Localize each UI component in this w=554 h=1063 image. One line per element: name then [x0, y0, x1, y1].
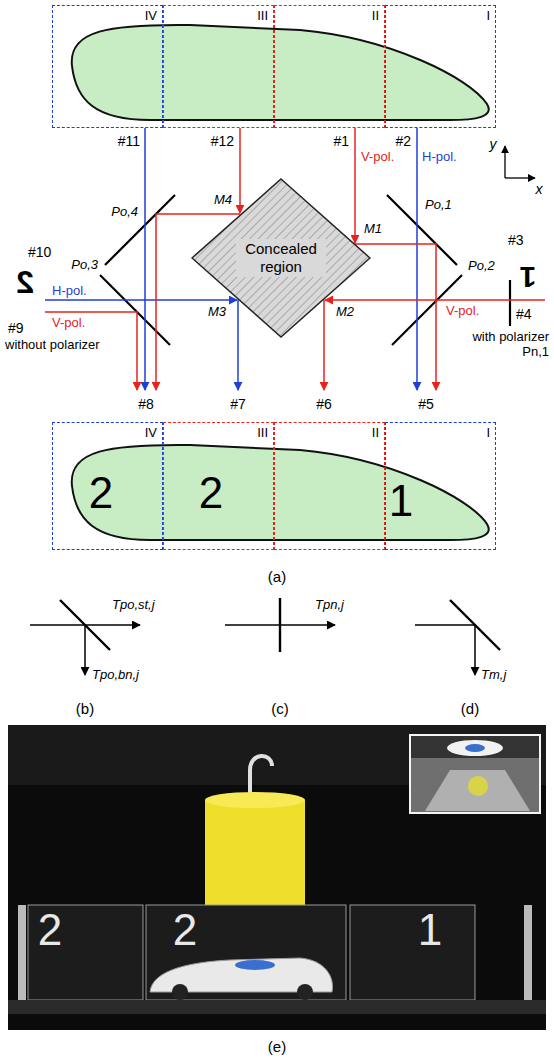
region-box: III 2 — [163, 422, 274, 550]
panel-letter: (a) — [268, 568, 286, 585]
mirror-label: M2 — [336, 305, 354, 320]
transmittance-label: Tm,j — [481, 668, 506, 683]
object-symbol: 2 — [16, 266, 34, 298]
region-numeral: IV — [145, 9, 157, 23]
polarization-label: H-pol. — [52, 284, 87, 299]
transmittance-label: Tpn,j — [315, 598, 344, 613]
photo-digit: 1 — [418, 908, 442, 952]
region-numeral: II — [372, 426, 379, 440]
polarization-label: V-pol. — [52, 316, 85, 331]
port-number: #6 — [316, 396, 332, 412]
region-numeral: IV — [145, 426, 157, 440]
object-outline — [72, 25, 489, 120]
pattern-digit: 2 — [199, 471, 223, 515]
panel-letter: (b) — [76, 700, 94, 717]
axis-label: x — [536, 181, 543, 197]
region-box: III — [163, 5, 274, 128]
mirror-label: M1 — [364, 222, 382, 237]
region-box: I — [385, 5, 496, 128]
axis-arrows — [505, 146, 535, 178]
panel-letter: (e) — [268, 1038, 286, 1055]
polarization-label: V-pol. — [361, 150, 394, 165]
element-sketches — [30, 598, 500, 675]
light-rays — [45, 128, 545, 390]
element-label: Po,3 — [71, 258, 98, 273]
region-box: IV — [52, 5, 163, 128]
note: with polarizer Pn,1 — [449, 330, 549, 360]
region-name: Concealed region — [236, 239, 326, 277]
polarization-label: V-pol. — [446, 304, 479, 319]
element-label: Po,1 — [425, 198, 452, 213]
panel-letter: (d) — [461, 700, 479, 717]
region-numeral: III — [257, 426, 268, 440]
port-number: #8 — [138, 396, 154, 412]
port-number: #4 — [516, 306, 532, 322]
axis-label: y — [490, 136, 497, 152]
region-numeral: I — [486, 426, 490, 440]
transmittance-label: Tpo,st,j — [112, 598, 155, 613]
region-box: IV 2 — [52, 422, 163, 550]
photo-digit: 2 — [38, 908, 62, 952]
port-number: #2 — [395, 133, 411, 149]
element-label: Po,4 — [111, 205, 138, 220]
photo — [8, 725, 546, 1030]
port-number: #5 — [418, 396, 434, 412]
port-number: #3 — [508, 232, 524, 248]
pattern-digit: 1 — [389, 479, 413, 523]
region-numeral: I — [486, 9, 490, 23]
mirror-label: M4 — [214, 193, 232, 208]
region-box: I1 — [385, 422, 496, 550]
port-number: #10 — [28, 244, 51, 260]
note: without polarizer — [5, 338, 100, 353]
port-number: #12 — [211, 133, 234, 149]
panel-letter: (c) — [271, 700, 289, 717]
object-outline — [72, 445, 489, 540]
port-number: #1 — [333, 133, 349, 149]
region-numeral: III — [257, 9, 268, 23]
element-label: Po,2 — [468, 259, 495, 274]
port-number: #7 — [230, 396, 246, 412]
region-numeral: II — [372, 9, 379, 23]
port-number: #9 — [8, 320, 24, 336]
region-box: II — [274, 5, 385, 128]
region-box: II — [274, 422, 385, 550]
transmittance-label: Tpo,bn,j — [92, 668, 139, 683]
photo-digit: 2 — [173, 908, 197, 952]
mirror-label: M3 — [208, 305, 226, 320]
object-symbol: 1 — [520, 262, 537, 292]
polarization-label: H-pol. — [422, 150, 457, 165]
pattern-digit: 2 — [89, 471, 113, 515]
port-number: #11 — [118, 133, 140, 149]
